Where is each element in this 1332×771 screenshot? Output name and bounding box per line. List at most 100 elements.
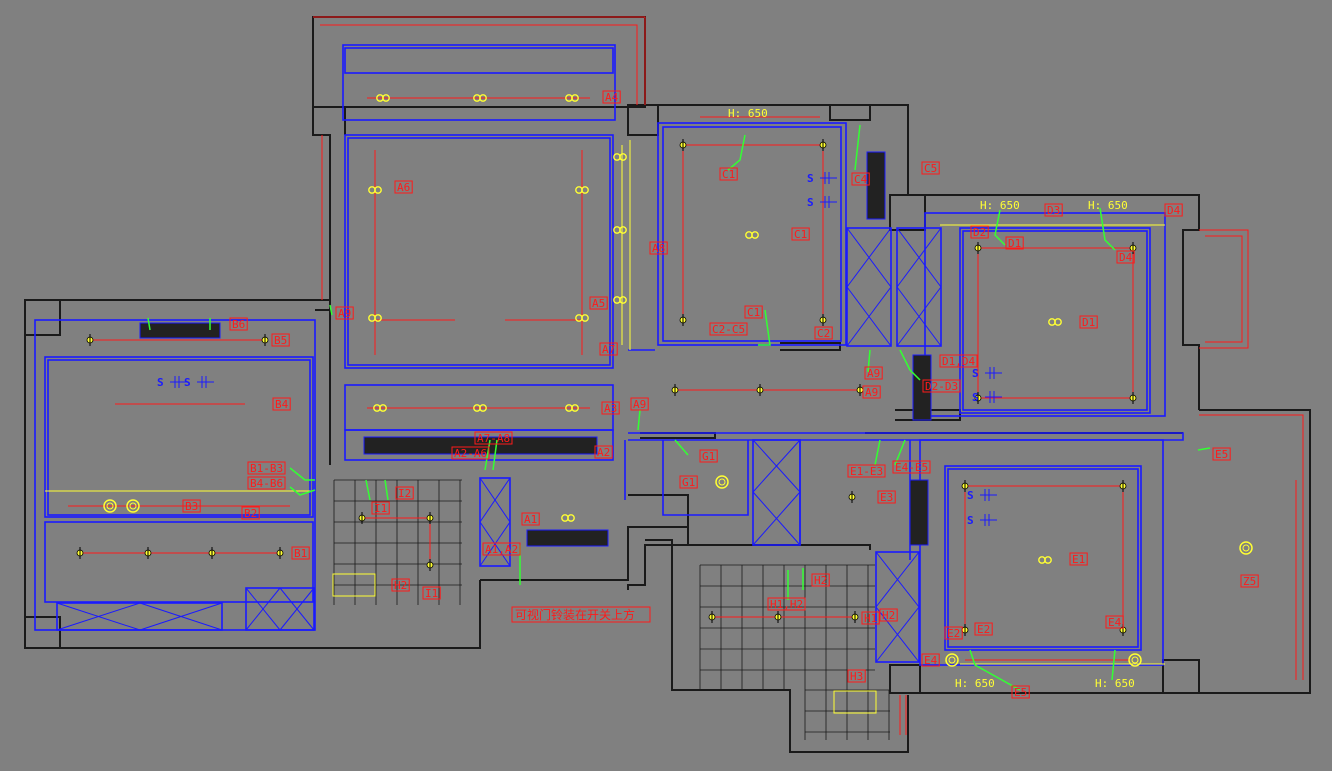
tag-text: A9 <box>633 398 646 411</box>
switch-icon: S <box>972 367 1002 380</box>
tag-a5: A5 <box>589 296 608 310</box>
tag-e1: E1 <box>1069 552 1088 566</box>
tag-text: B4-B6 <box>250 477 283 490</box>
tag-text: B5 <box>274 334 287 347</box>
switch-icon: S <box>157 376 187 389</box>
tag-text: D1 <box>1082 316 1095 329</box>
tag-text: I2 <box>398 487 411 500</box>
ceiling-lights <box>76 94 1253 667</box>
tag-a4: A4 <box>602 90 621 104</box>
height-label-d-left: H: 650 <box>980 199 1020 212</box>
tag-text: D1 <box>1008 237 1021 250</box>
switch-label: S <box>157 376 164 389</box>
tag-text: D2-D3 <box>925 380 958 393</box>
tag-b4b6: B4-B6 <box>247 476 286 490</box>
tag-d1d4: D1,D4 <box>939 354 978 368</box>
tag-a9: A9 <box>862 385 881 399</box>
height-labels: H: 650 H: 650 H: 650 H: 650 H: 650 <box>728 107 1135 690</box>
tag-e2: E2 <box>974 622 993 636</box>
tag-a9: A9 <box>630 397 649 411</box>
tag-d4: D4 <box>1164 203 1183 217</box>
dark-fixtures <box>139 151 932 547</box>
switch-label: S <box>967 489 974 502</box>
switch-label: S <box>967 514 974 527</box>
tag-h1h2: H1,H2 <box>767 597 806 611</box>
tag-b1: B1 <box>291 546 310 560</box>
tag-text: C5 <box>924 162 937 175</box>
tag-c2c5: C2-C5 <box>709 322 748 336</box>
tag-c4: C4 <box>851 172 870 186</box>
tag-text: I1 <box>374 502 387 515</box>
tag-g1: G1 <box>699 449 718 463</box>
tag-text: A1,A2 <box>485 543 518 556</box>
tag-text: Z5 <box>1243 575 1256 588</box>
wiring-lines <box>68 97 1134 661</box>
tag-text: D1,D4 <box>942 355 975 368</box>
tag-text: A9 <box>867 367 880 380</box>
tag-text: E4-E5 <box>895 461 928 474</box>
switch-icon: S <box>967 489 997 502</box>
tag-text: D4 <box>1119 251 1133 264</box>
tag-e4e5: E4-E5 <box>892 460 931 474</box>
tag-e2: E2 <box>944 626 963 640</box>
tag-a7a8: A7-A8 <box>474 431 513 445</box>
switch-label: S <box>972 367 979 380</box>
tag-e5: E5 <box>1011 685 1030 699</box>
tag-b6: B6 <box>229 317 248 331</box>
tag-b3: B3 <box>182 499 201 513</box>
tag-text: E3 <box>880 491 893 504</box>
tag-e5: E5 <box>1212 447 1231 461</box>
tag-c1: C1 <box>791 227 810 241</box>
tag-text: A2-A6 <box>454 447 487 460</box>
tag-h2: H2 <box>879 608 898 622</box>
tag-a3: A3 <box>601 401 620 415</box>
tag-text: B1-B3 <box>250 462 283 475</box>
tag-b5: B5 <box>271 333 290 347</box>
tag-text: E5 <box>1014 686 1027 699</box>
ceiling-lamp-icon <box>1128 653 1142 667</box>
tag-a7: A7 <box>599 342 618 356</box>
tag-i2: I2 <box>395 486 414 500</box>
tag-d3: D3 <box>1044 203 1063 217</box>
tag-b1b3: B1-B3 <box>247 461 286 475</box>
tag-text: E4 <box>1108 616 1122 629</box>
doorbell-note-text: 可视门铃装在开关上方 <box>515 607 635 622</box>
tag-b4: B4 <box>272 397 291 411</box>
switch-icon: S <box>184 376 214 389</box>
tag-text: C2-C5 <box>712 323 745 336</box>
tag-a9: A9 <box>335 306 354 320</box>
tag-a8: A8 <box>649 241 668 255</box>
height-label-e-left: H: 650 <box>955 677 995 690</box>
tag-text: C4 <box>854 173 868 186</box>
tag-text: H1 <box>864 612 877 625</box>
tag-text: B1 <box>294 547 307 560</box>
tag-d1: D1 <box>1079 315 1098 329</box>
tag-text: A9 <box>865 386 878 399</box>
tag-text: E1 <box>1072 553 1085 566</box>
tag-text: C1 <box>722 168 735 181</box>
switch-label: S <box>807 196 814 209</box>
tag-text: A2 <box>597 446 610 459</box>
ceiling-lamp-icon <box>126 499 140 513</box>
height-label-top: H: 650 <box>728 107 768 120</box>
tag-text: B4 <box>275 398 289 411</box>
tag-text: C2 <box>817 327 830 340</box>
tag-text: H3 <box>850 670 863 683</box>
tag-text: E2 <box>977 623 990 636</box>
tag-e4: E4 <box>1105 615 1124 629</box>
tag-text: A4 <box>605 91 619 104</box>
tag-e4: E4 <box>921 653 940 667</box>
tag-text: A7 <box>602 343 615 356</box>
height-label-e-right: H: 650 <box>1095 677 1135 690</box>
tag-text: A1 <box>524 513 537 526</box>
switch-icon: S <box>807 196 837 209</box>
tag-text: D4 <box>1167 204 1181 217</box>
tag-h3: H3 <box>847 669 866 683</box>
tag-z5: Z5 <box>1240 574 1259 588</box>
switch-label: S <box>972 391 979 404</box>
tag-a1: A1 <box>521 512 540 526</box>
